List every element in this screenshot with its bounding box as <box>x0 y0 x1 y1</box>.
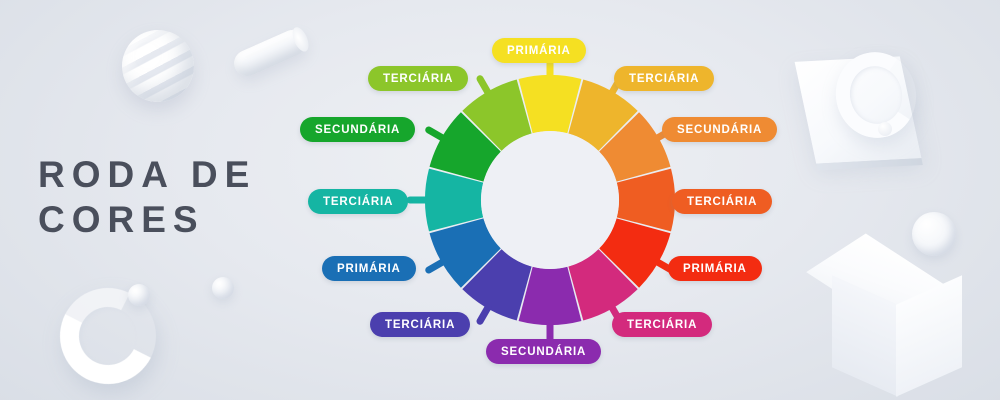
cube-decoration <box>806 228 962 397</box>
wheel-segment-purple[interactable] <box>518 266 582 325</box>
wheel-segment-blue-violet[interactable] <box>462 249 532 321</box>
wheel-label-8-primria[interactable]: PRIMÁRIA <box>322 256 416 281</box>
page-title: RODA DE CORES <box>38 152 318 242</box>
wheel-label-11-terciria[interactable]: TERCIÁRIA <box>368 66 469 91</box>
cube-top-face <box>806 233 962 335</box>
wheel-label-7-terciria[interactable]: TERCIÁRIA <box>370 312 471 337</box>
page-title-line-2: CORES <box>38 199 205 241</box>
wheel-segment-teal[interactable] <box>425 168 484 232</box>
wheel-segment-red-orange[interactable] <box>616 168 675 232</box>
color-wheel-hub <box>481 131 619 269</box>
wheel-label-9-terciria[interactable]: TERCIÁRIA <box>308 189 409 214</box>
color-wheel-segments <box>425 75 675 325</box>
wheel-label-10-secundria[interactable]: SECUNDÁRIA <box>300 117 416 142</box>
wheel-segment-green[interactable] <box>429 112 501 182</box>
wheel-label-2-secundria[interactable]: SECUNDÁRIA <box>662 117 778 142</box>
page-title-line-1: RODA DE <box>38 154 257 195</box>
wheel-segment-yellow-green[interactable] <box>462 79 532 151</box>
crescent-arc-decoration <box>47 275 169 397</box>
wheel-label-1-terciria[interactable]: TERCIÁRIA <box>614 66 715 91</box>
small-sphere-decoration-a <box>128 284 150 306</box>
wheel-connector-green <box>425 126 447 142</box>
wheel-connector-blue-violet <box>476 303 492 325</box>
wheel-connector-yellow-green <box>476 75 492 97</box>
wheel-label-0-primria[interactable]: PRIMÁRIA <box>492 38 586 63</box>
wheel-label-6-secundria[interactable]: SECUNDÁRIA <box>486 339 602 364</box>
cube-right-face <box>896 275 962 397</box>
wheel-segment-orange[interactable] <box>599 112 671 182</box>
cube-left-face <box>832 275 898 397</box>
tiny-dot-decoration <box>878 122 892 136</box>
tilted-plane-decoration <box>794 56 922 164</box>
wheel-segment-magenta[interactable] <box>568 249 638 321</box>
wheel-label-3-terciria[interactable]: TERCIÁRIA <box>672 189 773 214</box>
medium-sphere-decoration <box>912 212 956 256</box>
small-sphere-decoration-b <box>212 277 234 299</box>
wheel-segment-yellow[interactable] <box>518 75 582 134</box>
wheel-label-5-terciria[interactable]: TERCIÁRIA <box>612 312 713 337</box>
wheel-segment-blue[interactable] <box>429 218 501 288</box>
wheel-label-4-primria[interactable]: PRIMÁRIA <box>668 256 762 281</box>
torus-arc-decoration <box>827 44 925 146</box>
wheel-connector-blue <box>425 258 447 274</box>
wheel-segment-yellow-orange[interactable] <box>568 79 638 151</box>
striped-sphere-decoration <box>122 30 194 102</box>
wheel-segment-red[interactable] <box>599 218 671 288</box>
